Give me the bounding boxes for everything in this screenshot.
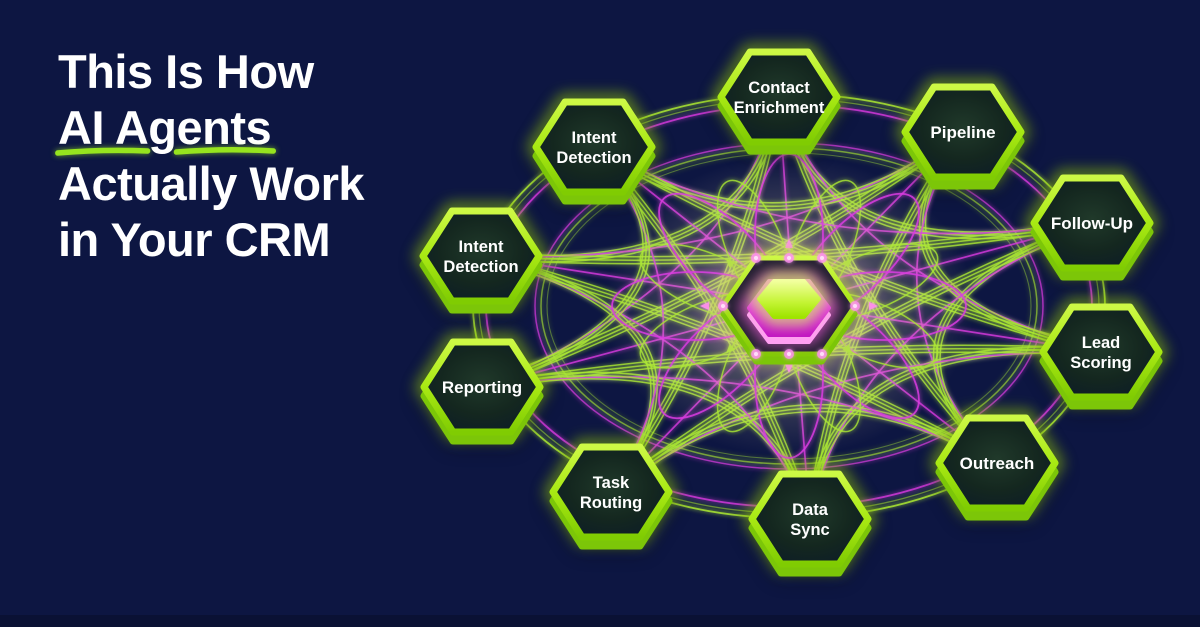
bottom-strip: [0, 615, 1200, 627]
hub-green-core: [757, 279, 821, 319]
hub-node: [715, 250, 863, 365]
title-line-1: This Is How: [58, 45, 314, 98]
node-label: Reporting: [442, 378, 522, 397]
node-pipeline: Pipeline: [896, 78, 1030, 190]
title-line-3: Actually Work: [58, 157, 365, 210]
node-label: Follow-Up: [1051, 214, 1133, 233]
node-follow-up: Follow-Up: [1025, 169, 1159, 281]
ai-agents-underline: [55, 146, 277, 156]
node-label: Pipeline: [930, 123, 995, 142]
node-reporting: Reporting: [415, 333, 549, 445]
title-line-4: in Your CRM: [58, 213, 331, 266]
node-label: Outreach: [960, 454, 1035, 473]
hub-sparkles: [718, 253, 860, 359]
page-title: This Is How AI Agents Actually Work in Y…: [55, 44, 365, 268]
title-line-2: AI Agents: [55, 100, 364, 156]
node-outreach: Outreach: [930, 409, 1064, 521]
